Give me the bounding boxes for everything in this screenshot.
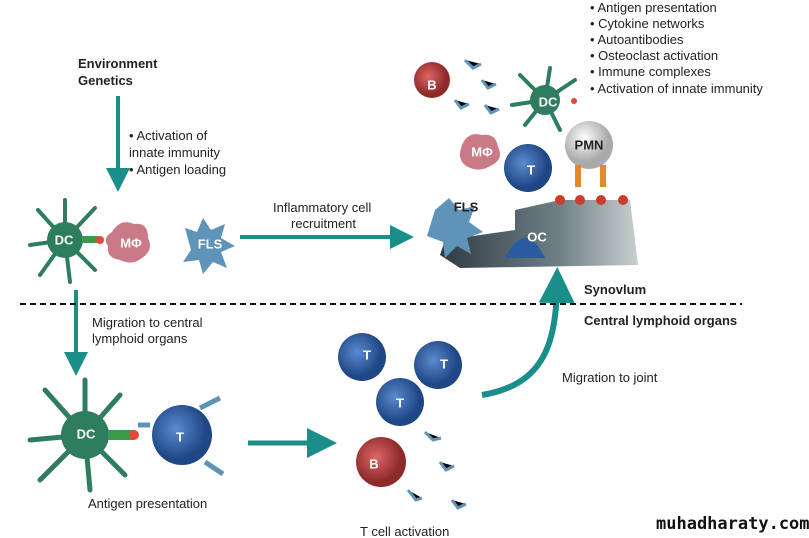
innate-bullet: innate immunity: [129, 145, 221, 160]
synovium-cluster: [414, 58, 638, 268]
synovium-bullet: • Autoantibodies: [590, 32, 684, 47]
synovium-bullet: • Osteoclast activation: [590, 48, 719, 63]
oc-label: OC: [527, 229, 547, 245]
dendritic-cell-bottom: [27, 377, 139, 493]
synovium-bullet: • Cytokine networks: [590, 16, 705, 31]
migration-joint-label: Migration to joint: [562, 370, 658, 385]
recruitment-label: recruitment: [291, 216, 357, 231]
synovium-region-label: Synovlum: [584, 282, 647, 297]
macrophage-label: MΦ: [471, 144, 493, 160]
fls-top: [183, 218, 235, 274]
activation-cluster: [338, 333, 467, 510]
genetics-label: Genetics: [78, 73, 133, 88]
t-label: T: [363, 347, 371, 363]
watermark: muhadharaty.com: [656, 514, 809, 534]
innate-bullet: • Activation of: [129, 128, 208, 143]
pmn-label: PMN: [574, 137, 604, 153]
t-cell-activation-label: T cell activation: [360, 524, 450, 538]
dendritic-cell-top: [28, 198, 104, 284]
antigen-presentation-label: Antigen presentation: [88, 496, 208, 511]
synovium-bullet: • Immune complexes: [590, 64, 711, 79]
synovium-bullet: • Antigen presentation: [590, 0, 717, 15]
arrow-migration-joint: [481, 267, 575, 398]
b-label: B: [369, 456, 379, 472]
dc-label: DC: [54, 232, 74, 248]
recruitment-label: Inflammatory cell: [273, 200, 372, 215]
t-label: T: [440, 356, 448, 372]
macrophage-top: [105, 222, 150, 263]
synovium-bullet: • Activation of innate immunity: [590, 81, 763, 96]
t-label: T: [176, 429, 184, 445]
t-label: T: [527, 162, 535, 178]
macrophage-label: MΦ: [120, 235, 142, 251]
dc-label: DC: [76, 426, 96, 442]
environment-label: Environment: [78, 56, 158, 71]
b-label: B: [427, 77, 437, 93]
fls-label: FLS: [197, 236, 223, 252]
fls-label: FLS: [453, 199, 479, 215]
migration-central-label: lymphoid organs: [92, 331, 188, 346]
migration-central-label: Migration to central: [92, 315, 203, 330]
lymphoid-region-label: Central lymphoid organs: [584, 313, 738, 328]
innate-bullet: • Antigen loading: [129, 162, 227, 177]
t-label: T: [396, 395, 404, 411]
dc-label: DC: [538, 94, 558, 110]
t-cell-bottom: [138, 395, 225, 477]
